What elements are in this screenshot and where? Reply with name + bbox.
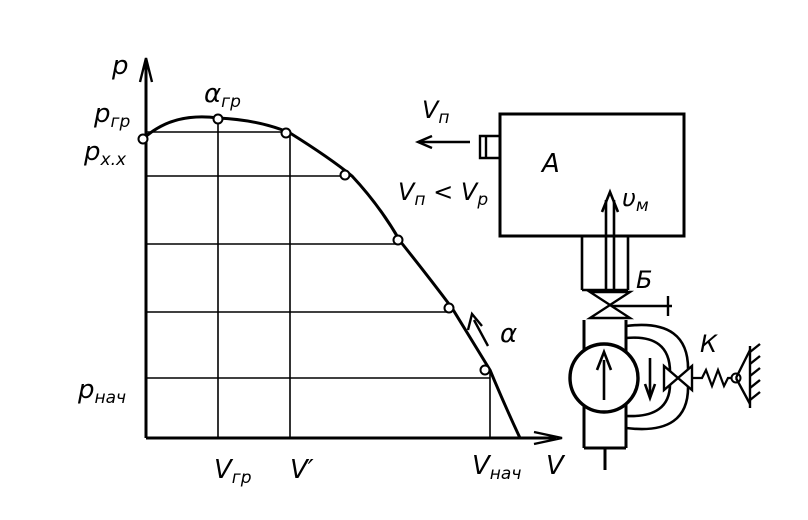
- label-v-prime: V′: [290, 455, 314, 485]
- label-k: К: [700, 330, 718, 358]
- axes: [138, 57, 563, 446]
- valve-k: [662, 363, 694, 393]
- label-v-m: υм: [622, 184, 649, 216]
- shaft: [580, 200, 630, 292]
- curve-point: [443, 302, 455, 314]
- y-axis-arrow: [138, 57, 154, 83]
- curve-point: [212, 113, 224, 125]
- label-alpha-gr: αгр: [204, 79, 241, 112]
- label-b: Б: [636, 266, 652, 294]
- label-condition: Vп < Vр: [398, 178, 488, 210]
- curve-point: [392, 234, 404, 246]
- mechanism: A Vп Vп < Vр υм Б: [398, 96, 761, 470]
- y-axis-label: p: [111, 51, 129, 81]
- fixed-support: [734, 343, 761, 408]
- curve-point: [280, 127, 292, 139]
- block-a-label: A: [540, 149, 560, 179]
- x-axis-label: V: [546, 451, 566, 481]
- grid: [146, 118, 491, 438]
- pump-arrow: [595, 348, 613, 400]
- x-axis-arrow: [533, 430, 563, 446]
- label-v-p: Vп: [422, 96, 450, 128]
- characteristic-graph: p pгр pх.х pнач αгр α Vгр V′ Vнач V: [77, 51, 566, 488]
- curve-points: [137, 113, 491, 376]
- curve-point: [137, 133, 149, 145]
- block-a: [498, 112, 686, 238]
- label-p-xx: pх.х: [83, 137, 127, 170]
- label-p-gr: pгр: [93, 99, 130, 132]
- label-v-gr: Vгр: [214, 455, 252, 488]
- characteristic-curve: [141, 115, 522, 439]
- alpha-arrow: [466, 311, 490, 347]
- vm-arrow: [600, 188, 620, 213]
- curve-point: [339, 169, 351, 181]
- label-alpha: α: [500, 319, 517, 349]
- vp-arrow: [414, 134, 470, 150]
- spring: [692, 366, 734, 390]
- label-p-nach: pнач: [77, 375, 126, 408]
- nozzle: [478, 134, 500, 160]
- valve-b: [585, 290, 635, 320]
- bypass-channels: [625, 323, 690, 431]
- label-v-nach: Vнач: [472, 451, 521, 484]
- curve-point: [479, 364, 491, 376]
